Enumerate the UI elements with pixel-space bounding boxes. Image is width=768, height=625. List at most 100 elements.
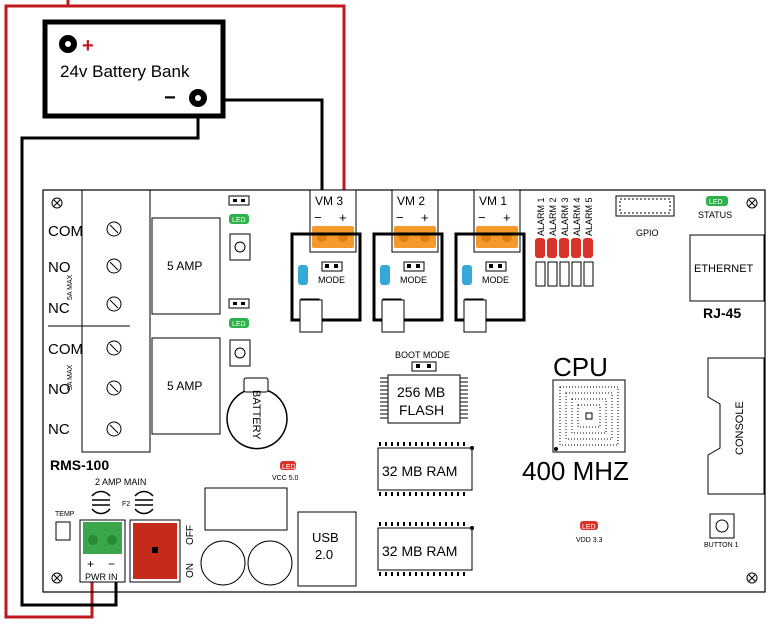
fuse-1-label: 5 AMP <box>167 259 202 273</box>
status-led: LED STATUS <box>698 196 732 220</box>
vm-module-2: VM 2 − + MODE <box>372 189 444 333</box>
ethernet-port[interactable]: ETHERNET RJ-45 <box>689 234 765 321</box>
vm-3-led <box>298 265 308 285</box>
capacitor-1 <box>200 540 246 586</box>
svg-text:LED: LED <box>232 321 246 328</box>
power-component <box>204 487 288 531</box>
alarm-3: ALARM 3 <box>559 197 570 287</box>
relay-1-led: LED <box>229 214 249 224</box>
flash-line1: 256 MB <box>397 384 445 400</box>
vm-2-mode: MODE <box>400 275 427 285</box>
svg-text:LED: LED <box>582 524 596 531</box>
power-in-minus: − <box>108 557 115 571</box>
switch-off-label: OFF <box>185 525 196 545</box>
flash-chip: 256 MB FLASH <box>380 374 468 424</box>
gpio-label: GPIO <box>636 228 659 238</box>
relay-indicators: LED LED <box>228 195 251 367</box>
relay-1-rating: 5A MAX <box>67 274 74 300</box>
svg-text:+: + <box>503 210 511 225</box>
relay-1-com: COM <box>48 223 83 240</box>
boot-mode-label: BOOT MODE <box>395 350 450 360</box>
flash-line2: FLASH <box>399 402 444 418</box>
svg-text:LED: LED <box>282 464 296 471</box>
svg-text:+: + <box>421 210 429 225</box>
black-wire-negative <box>198 98 324 190</box>
ram-1-label: 32 MB RAM <box>382 463 457 479</box>
ram-chip-1: 32 MB RAM <box>377 442 474 496</box>
fuse-2-label: 5 AMP <box>167 379 202 393</box>
relay-1-button[interactable] <box>229 233 251 261</box>
usb-line2: 2.0 <box>315 547 333 562</box>
svg-text:+: + <box>339 210 347 225</box>
battery-minus-sign: − <box>164 87 176 109</box>
power-in-label: PWR IN <box>85 572 118 582</box>
usb-line1: USB <box>312 530 339 545</box>
power-section: 2 AMP MAIN F2 TEMP + − PWR IN ON OFF <box>55 477 293 586</box>
vcc-label: VCC 5.0 <box>272 475 299 482</box>
cpu-speed: 400 MHZ <box>522 456 629 486</box>
coin-battery-label: BATTERY <box>250 390 262 440</box>
svg-text:−: − <box>314 210 322 225</box>
red-wire-pwr <box>4 0 94 619</box>
relay-1-no: NO <box>48 259 71 276</box>
vm-module-1: VM 1 − + MODE <box>454 189 526 333</box>
gpio-header[interactable]: GPIO <box>615 195 675 238</box>
cpu-label: CPU <box>553 352 608 382</box>
relay-2-led: LED <box>229 318 249 328</box>
vm-1-mode: MODE <box>482 275 509 285</box>
ethernet-label: ETHERNET <box>694 263 754 275</box>
svg-text:ALARM 2: ALARM 2 <box>548 197 558 236</box>
battery-plus-sign: + <box>82 35 94 57</box>
svg-text:−: − <box>478 210 486 225</box>
relay-1-nc: NC <box>48 300 70 317</box>
black-wire-ground <box>20 100 200 607</box>
button-1-label: BUTTON 1 <box>704 542 739 549</box>
relay-2-nc: NC <box>48 421 70 438</box>
vm-module-3: VM 3 − + MODE <box>290 189 362 333</box>
coin-battery: BATTERY <box>226 377 288 450</box>
mounting-holes <box>51 197 758 584</box>
alarm-leds: ALARM 1 ALARM 2 ALARM 3 ALARM 4 ALARM 5 <box>535 197 594 287</box>
vdd-label: VDD 3.3 <box>576 537 603 544</box>
alarm-2: ALARM 2 <box>547 197 558 287</box>
vdd-led: LED VDD 3.3 <box>576 521 603 544</box>
cpu: CPU 400 MHZ <box>522 352 629 486</box>
relay-2-button[interactable] <box>229 339 251 367</box>
fuse-1: 5 AMP <box>151 217 221 315</box>
vm-2-led <box>380 265 390 285</box>
svg-text:ALARM 1: ALARM 1 <box>536 197 546 236</box>
relay-1: COM NO NC 5A MAX <box>48 223 83 317</box>
switch-on-label: ON <box>185 563 196 578</box>
svg-text:ALARM 5: ALARM 5 <box>584 197 594 236</box>
battery-label: 24v Battery Bank <box>60 62 190 81</box>
boot-mode-jumper[interactable]: BOOT MODE <box>395 350 450 372</box>
alarm-1: ALARM 1 <box>535 197 546 287</box>
relay-2-rating: 5A MAX <box>67 364 74 390</box>
fuse-f2-label: F2 <box>122 501 130 508</box>
svg-text:VM 3: VM 3 <box>315 194 343 208</box>
ram-chip-2: 32 MB RAM <box>377 522 474 576</box>
console-label: CONSOLE <box>734 401 746 455</box>
vm-3-mode: MODE <box>318 275 345 285</box>
main-fuse-label: 2 AMP MAIN <box>95 477 146 487</box>
fuse-2: 5 AMP <box>151 337 221 435</box>
battery-bank: + 24v Battery Bank − <box>42 19 226 119</box>
status-label: STATUS <box>698 210 732 220</box>
console-port[interactable]: CONSOLE <box>707 357 765 495</box>
usb-port[interactable]: USB 2.0 <box>297 511 357 587</box>
rj45-label: RJ-45 <box>703 305 741 321</box>
wires <box>4 0 346 619</box>
capacitor-2 <box>247 540 293 586</box>
relay-2-no: NO <box>48 381 71 398</box>
button-1[interactable]: BUTTON 1 <box>704 513 739 549</box>
svg-text:VM 2: VM 2 <box>397 194 425 208</box>
relay-2-com: COM <box>48 341 83 358</box>
svg-text:LED: LED <box>232 217 246 224</box>
svg-text:LED: LED <box>709 199 723 206</box>
alarm-4: ALARM 4 <box>571 197 582 287</box>
terminal-screws <box>106 221 122 437</box>
relay-terminal-block: COM NO NC 5A MAX COM NO NC 5A MAX <box>48 189 151 453</box>
power-in-plus: + <box>87 557 94 571</box>
alarm-5: ALARM 5 <box>583 197 594 287</box>
